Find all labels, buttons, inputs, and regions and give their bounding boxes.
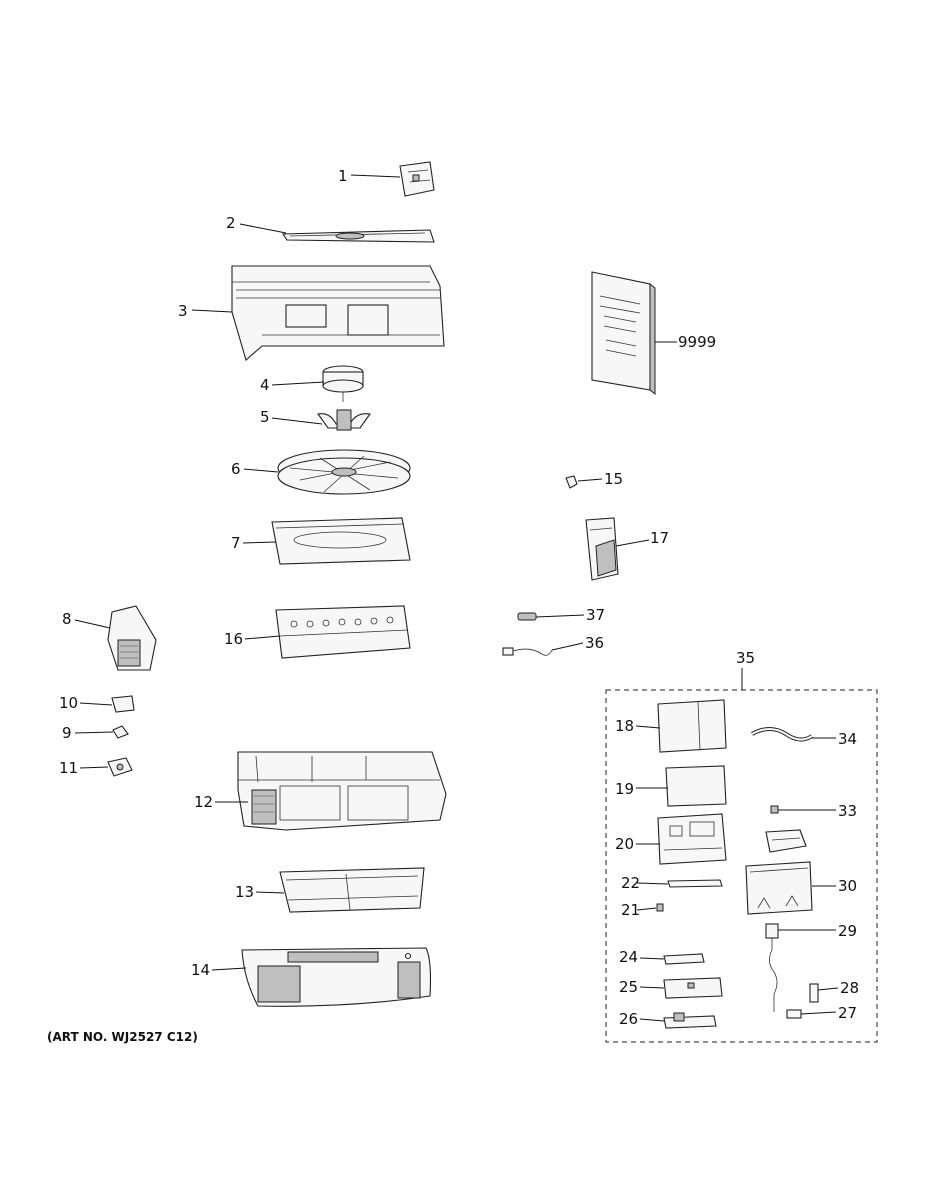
part-6-fan[interactable] [277, 449, 411, 495]
part-27-plug[interactable] [786, 1009, 802, 1019]
leader-1 [350, 174, 401, 178]
part-9-clip[interactable] [112, 725, 129, 739]
part-26-board[interactable] [663, 1012, 717, 1029]
callout-18: 18 [615, 717, 634, 735]
part-12-front-frame[interactable] [237, 751, 447, 831]
callout-14: 14 [191, 961, 210, 979]
leader-25 [639, 986, 665, 989]
leader-37 [535, 614, 585, 618]
leader-14 [211, 967, 247, 971]
part-20-control-board[interactable] [657, 813, 727, 865]
leader-21 [636, 907, 657, 911]
leader-4 [271, 381, 325, 386]
callout-9999: 9999 [678, 333, 716, 351]
callout-16: 16 [224, 630, 243, 648]
leader-16 [244, 635, 281, 640]
part-17-control-module[interactable] [585, 517, 619, 581]
part-24-bracket[interactable] [663, 953, 705, 965]
part-19-insulation[interactable] [665, 765, 727, 807]
callout-22: 22 [621, 874, 640, 892]
leader-9 [74, 731, 114, 734]
part-11-actuator[interactable] [107, 757, 133, 777]
leader-28 [817, 987, 839, 991]
leader-17 [615, 539, 650, 547]
callout-5: 5 [260, 408, 270, 426]
callout-20: 20 [615, 835, 634, 853]
leader-10 [79, 702, 113, 706]
part-33-fastener[interactable] [770, 805, 779, 814]
art-number-label: (ART NO. WJ2527 C12) [47, 1030, 198, 1044]
callout-29: 29 [838, 922, 857, 940]
part-37-connector[interactable] [517, 612, 537, 621]
leader-13 [255, 891, 285, 894]
part-25-board[interactable] [663, 977, 723, 999]
callout-37: 37 [586, 606, 605, 624]
leader-8 [74, 619, 111, 629]
callout-34: 34 [838, 730, 857, 748]
callout-13: 13 [235, 883, 254, 901]
leader-22 [636, 882, 669, 885]
part-4-motor[interactable] [322, 365, 364, 402]
part-36-wire[interactable] [502, 647, 553, 656]
leader-6 [243, 468, 279, 473]
part-16-evaporator[interactable] [275, 605, 411, 659]
part-2-rail[interactable] [281, 229, 435, 243]
part-1-bracket[interactable] [399, 161, 435, 197]
callout-2: 2 [226, 214, 236, 232]
callout-6: 6 [231, 460, 241, 478]
callout-35: 35 [736, 649, 755, 667]
callout-15: 15 [604, 470, 623, 488]
part-30-control-box[interactable] [745, 861, 813, 915]
leader-7 [242, 541, 277, 544]
part-8-actuator[interactable] [107, 605, 157, 671]
part-10-bracket[interactable] [111, 695, 135, 713]
callout-3: 3 [178, 302, 188, 320]
leader-2 [239, 223, 287, 234]
part-29-wire-harness[interactable] [765, 923, 779, 1012]
kit-35-group-box [605, 689, 878, 1043]
part-18-cover[interactable] [657, 699, 727, 753]
part-28-sensor[interactable] [809, 983, 819, 1003]
leader-18 [635, 725, 661, 729]
callout-24: 24 [619, 948, 638, 966]
callout-30: 30 [838, 877, 857, 895]
part-22-strip[interactable] [667, 879, 723, 888]
callout-4: 4 [260, 376, 270, 394]
leader-36 [551, 642, 584, 651]
callout-9: 9 [62, 724, 72, 742]
part-13-filter[interactable] [279, 867, 425, 913]
part-14-front-cover[interactable] [241, 947, 432, 1007]
callout-1: 1 [338, 167, 348, 185]
part-15-clip[interactable] [565, 475, 578, 489]
part-21-clip[interactable] [656, 903, 664, 912]
callout-27: 27 [838, 1004, 857, 1022]
callout-12: 12 [194, 793, 213, 811]
part-7-drain-pan[interactable] [271, 517, 411, 565]
callout-36: 36 [585, 634, 604, 652]
callout-26: 26 [619, 1010, 638, 1028]
callout-7: 7 [231, 534, 241, 552]
leader-5 [271, 417, 323, 425]
callout-19: 19 [615, 780, 634, 798]
leader-3 [191, 309, 233, 313]
callout-17: 17 [650, 529, 669, 547]
part-34-tube[interactable] [751, 727, 814, 742]
part-5-motor-mount[interactable] [317, 409, 371, 431]
callout-10: 10 [59, 694, 78, 712]
callout-21: 21 [621, 901, 640, 919]
kit-sensor-assembly[interactable] [765, 829, 807, 853]
callout-8: 8 [62, 610, 72, 628]
leader-27 [800, 1011, 837, 1015]
leader-11 [79, 766, 109, 769]
leader-26 [639, 1018, 665, 1022]
callout-25: 25 [619, 978, 638, 996]
callout-33: 33 [838, 802, 857, 820]
callout-11: 11 [59, 759, 78, 777]
part-3-housing[interactable] [231, 265, 445, 361]
leader-15 [577, 478, 603, 482]
part-9999-manual[interactable] [591, 271, 656, 396]
callout-28: 28 [840, 979, 859, 997]
leader-24 [639, 957, 665, 960]
